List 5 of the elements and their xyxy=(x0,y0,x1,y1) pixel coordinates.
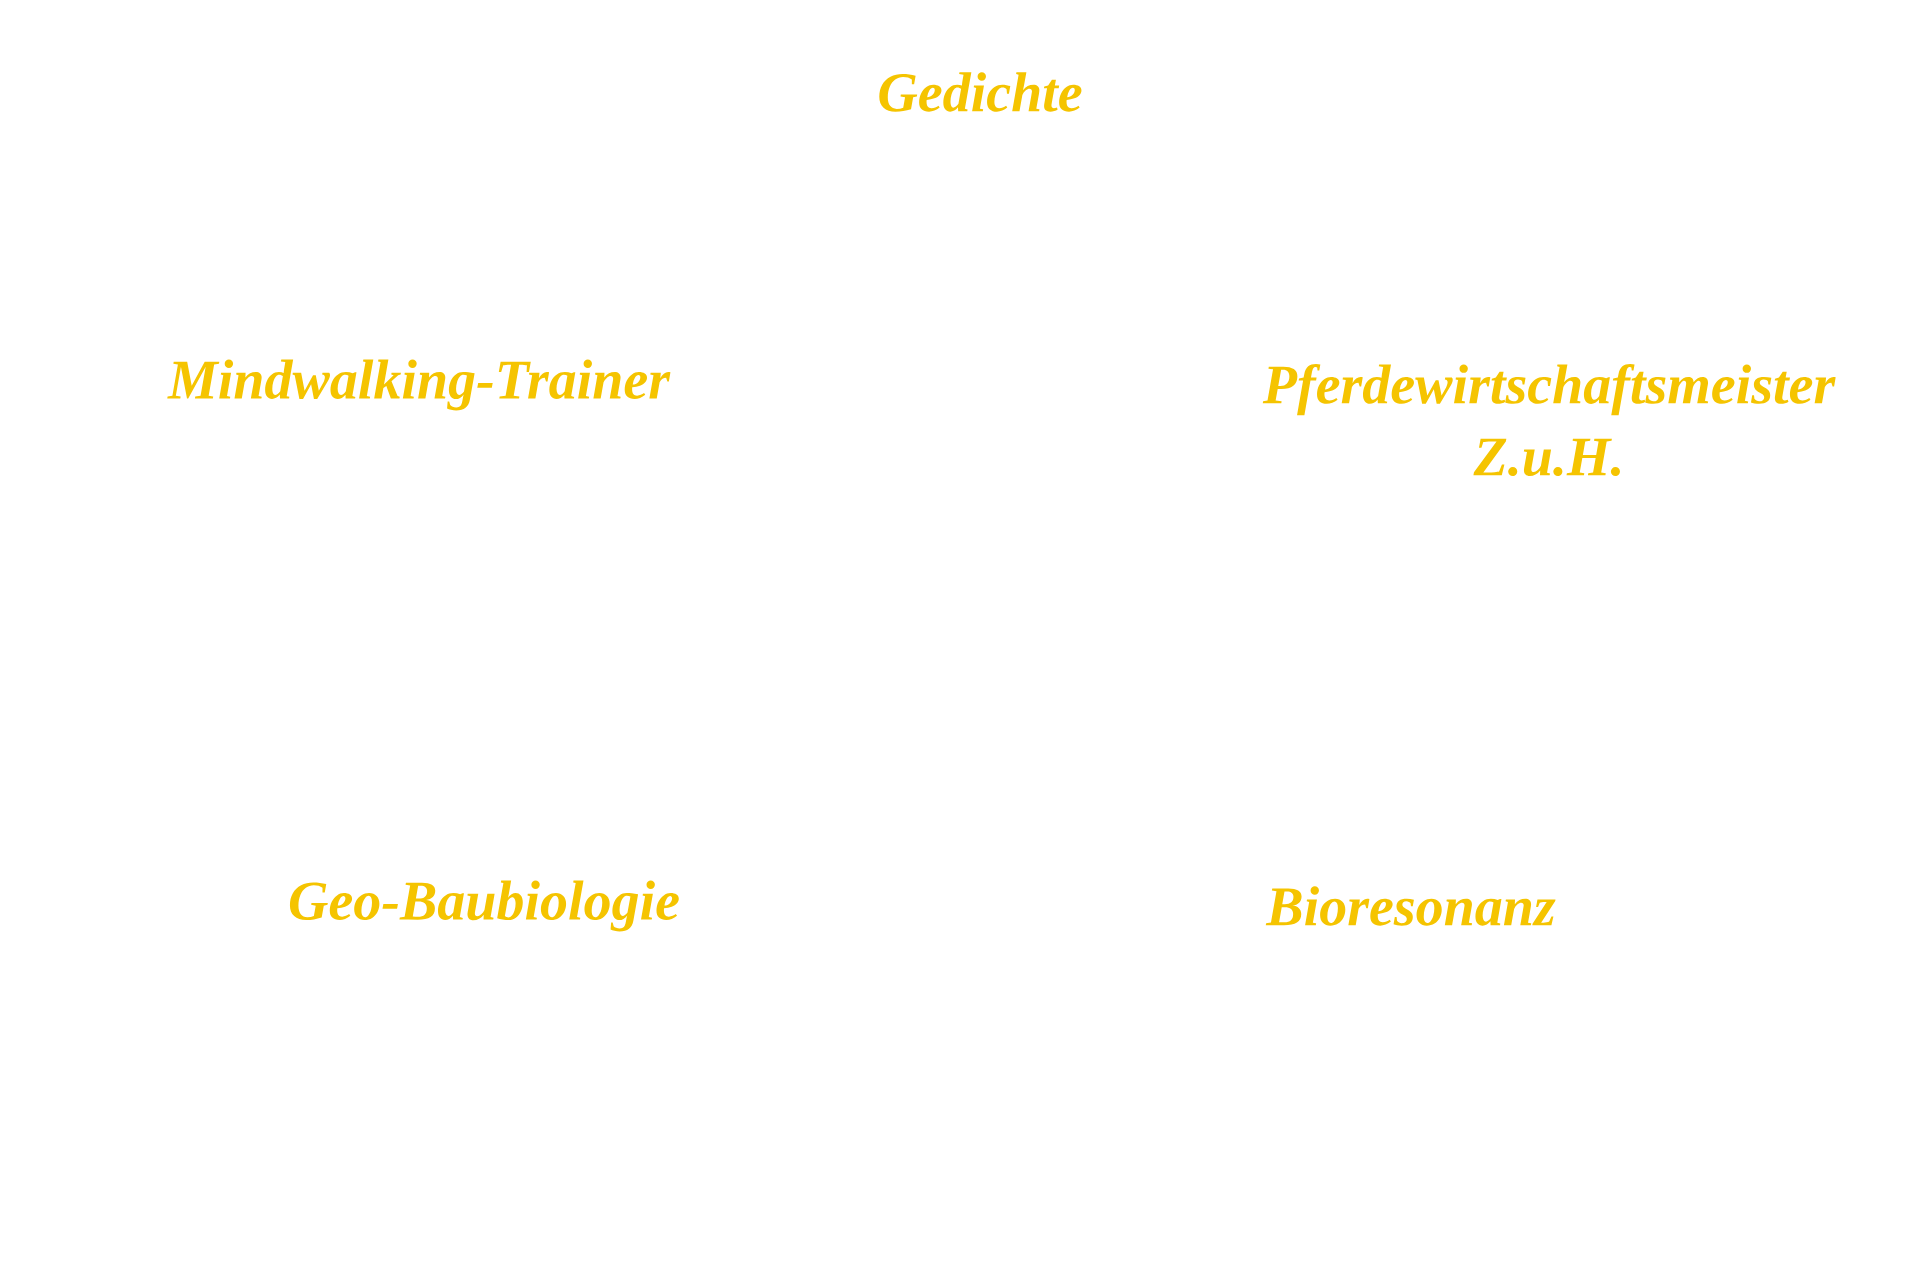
heading-text: Mindwalking-Trainer xyxy=(167,359,671,411)
heading-text: Bioresonanz xyxy=(1265,886,1556,926)
heading-text: Pferdewirtschaftsmeister Z.u.H. xyxy=(1262,363,1836,477)
heading-text: Gedichte xyxy=(879,72,1082,112)
heading-text: Geo-Baubiologie xyxy=(289,880,679,932)
